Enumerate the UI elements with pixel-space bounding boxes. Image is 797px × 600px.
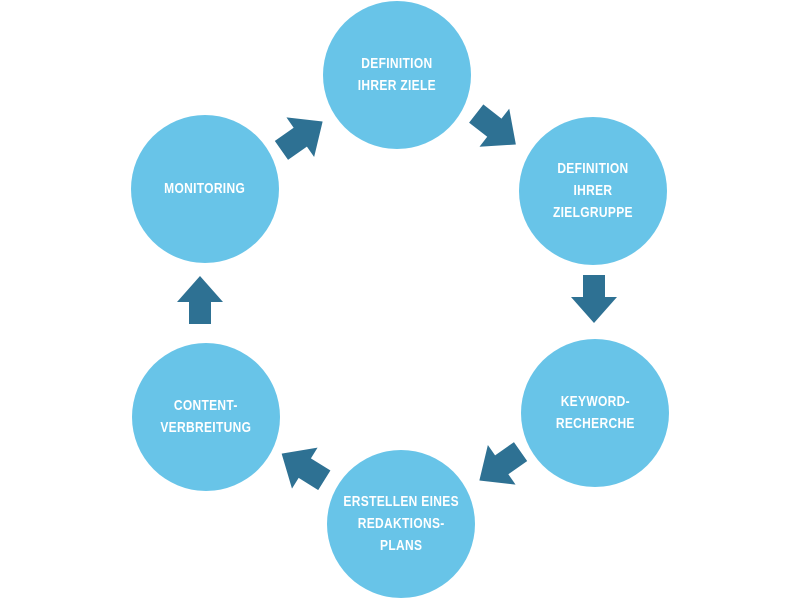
step-label-monitoring: MONITORING	[164, 180, 246, 197]
step-label-definition-zielgruppe: DEFINITION IHRER ZIELGRUPPE	[553, 160, 633, 221]
arrow-verbreitung-to-monitoring-icon	[177, 276, 223, 324]
step-circle-definition-ziele: DEFINITION IHRER ZIELE	[323, 1, 471, 149]
step-circle-redaktionsplan: ERSTELLEN EINES REDAKTIONS- PLANS	[327, 450, 475, 598]
arrow-monitoring-to-ziele-icon	[268, 102, 337, 170]
step-label-content-verbreitung: CONTENT- VERBREITUNG	[160, 397, 252, 436]
step-label-keyword-recherche: KEYWORD- RECHERCHE	[555, 393, 635, 432]
step-label-definition-ziele: DEFINITION IHRER ZIELE	[357, 55, 437, 94]
step-circle-monitoring: MONITORING	[131, 115, 279, 263]
step-circle-definition-zielgruppe: DEFINITION IHRER ZIELGRUPPE	[519, 117, 667, 265]
step-circle-content-verbreitung: CONTENT- VERBREITUNG	[132, 343, 280, 491]
step-circle-keyword-recherche: KEYWORD- RECHERCHE	[521, 339, 669, 487]
arrow-redaktionsplan-to-verbreitung-icon	[269, 433, 337, 501]
arrow-keyword-to-redaktionsplan-icon	[466, 432, 535, 500]
step-label-redaktionsplan: ERSTELLEN EINES REDAKTIONS- PLANS	[343, 493, 459, 554]
arrow-zielgruppe-to-keyword-icon	[571, 275, 617, 323]
arrow-ziele-to-zielgruppe-icon	[461, 94, 530, 163]
